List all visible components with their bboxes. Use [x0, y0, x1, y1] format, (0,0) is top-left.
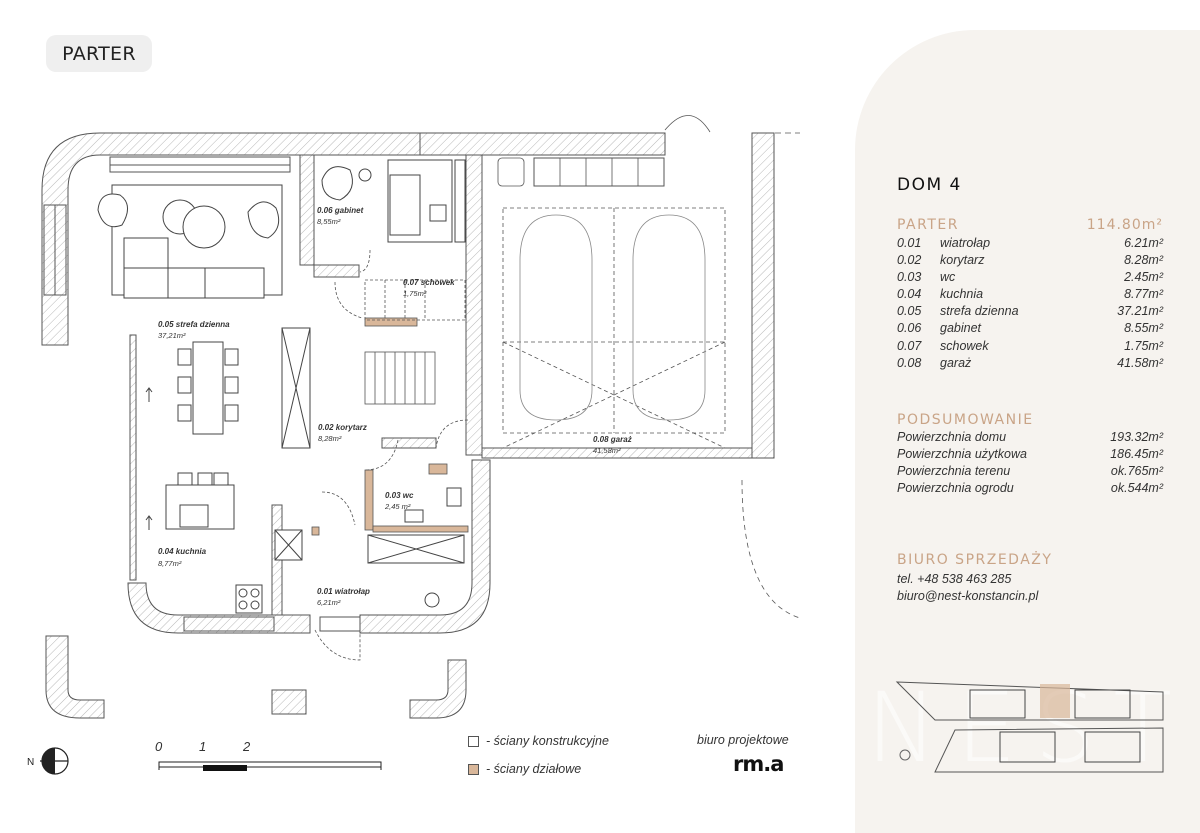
room-label-gabinet: 0.06 gabinet — [317, 206, 364, 215]
room-row: 0.01 wiatrołap 6.21m² — [897, 235, 1163, 252]
room-area: 2.45m² — [1124, 270, 1163, 285]
room-area-wiatrolap: 6,21m² — [317, 598, 341, 607]
room-area: 8.28m² — [1124, 253, 1163, 268]
summary-value: ok.544m² — [1110, 481, 1163, 496]
room-area: 37.21m² — [1117, 304, 1163, 319]
room-list: 0.01 wiatrołap 6.21m² 0.02 korytarz 8.28m² 0… — [897, 235, 1163, 372]
garage — [497, 115, 801, 619]
legend-swatch-structural — [468, 735, 479, 747]
scale-label-2: 2 — [242, 739, 251, 754]
parter-heading: PARTER — [897, 217, 959, 233]
room-number: 0.04 — [897, 287, 922, 302]
room-number: 0.06 — [897, 321, 922, 336]
stairs — [364, 279, 466, 405]
room-name: wc — [940, 270, 956, 285]
room-name: schowek — [940, 338, 989, 353]
windows — [43, 156, 361, 632]
summary-row: Powierzchnia ogrodu ok.544m² — [897, 480, 1163, 497]
room-label-garaz: 0.08 garaż — [593, 435, 632, 444]
north-label: N — [27, 757, 34, 768]
summary-row: Powierzchnia terenu ok.765m² — [897, 463, 1163, 480]
room-row: 0.07 schowek 1.75m² — [897, 338, 1163, 355]
living-furniture — [97, 184, 311, 614]
room-name: gabinet — [940, 321, 982, 336]
room-number: 0.03 — [897, 270, 922, 285]
sales-heading: BIURO SPRZEDAŻY — [897, 552, 1053, 568]
room-row: 0.08 garaż 41.58m² — [897, 355, 1163, 372]
office-furniture — [321, 159, 466, 243]
summary-row: Powierzchnia domu 193.32m² — [897, 429, 1163, 446]
scale-label-1: 1 — [199, 739, 206, 754]
legend-structural: - ściany konstrukcyjne — [468, 734, 609, 748]
room-area: 6.21m² — [1124, 236, 1163, 250]
room-name: kuchnia — [940, 287, 984, 302]
summary-row: Powierzchnia użytkowa 186.45m² — [897, 446, 1163, 463]
room-number: 0.02 — [897, 253, 922, 268]
room-area-korytarz: 8,28m² — [318, 434, 342, 443]
room-area-strefa-dzienna: 37,21m² — [158, 331, 186, 340]
summary-heading: PODSUMOWANIE — [897, 412, 1034, 428]
room-number: 0.07 — [897, 338, 922, 353]
door-swings — [314, 249, 469, 661]
room-area: 8.55m² — [1124, 321, 1163, 336]
room-number: 0.08 — [897, 355, 922, 370]
room-area-kuchnia: 8,77m² — [158, 559, 182, 568]
house-title: DOM 4 — [897, 175, 962, 195]
room-label-korytarz: 0.02 korytarz — [318, 423, 367, 432]
legend-partition: - ściany działowe — [468, 762, 581, 776]
room-name: strefa dzienna — [940, 304, 1019, 319]
arrow-icons — [145, 387, 153, 530]
room-name: wiatrołap — [940, 236, 991, 250]
legend-swatch-partition — [468, 763, 479, 775]
info-panel — [855, 30, 1200, 833]
legend-label-structural: - ściany konstrukcyjne — [486, 734, 609, 748]
summary-value: ok.765m² — [1110, 464, 1163, 479]
parter-total: 114.80m² — [1086, 217, 1163, 233]
room-row: 0.06 gabinet 8.55m² — [897, 320, 1163, 337]
room-row: 0.03 wc 2.45m² — [897, 269, 1163, 286]
legend-label-partition: - ściany działowe — [486, 762, 582, 776]
north-arrow-icon: N — [27, 747, 69, 775]
room-label-wiatrolap: 0.01 wiatrołap — [317, 587, 370, 596]
room-number: 0.01 — [897, 236, 922, 250]
room-number: 0.05 — [897, 304, 922, 319]
room-area-garaz: 41,58m² — [593, 446, 621, 455]
room-area-wc: 2,45 m² — [384, 502, 411, 511]
summary-list: Powierzchnia domu 193.32m² Powierzchnia u… — [897, 429, 1163, 497]
wc-fixtures — [367, 487, 465, 608]
scale-label-0: 0 — [155, 739, 163, 754]
room-label-kuchnia: 0.04 kuchnia — [158, 547, 207, 556]
architect-credit: biuro projektowe — [697, 733, 789, 747]
room-area: 8.77m² — [1124, 287, 1163, 302]
room-row: 0.04 kuchnia 8.77m² — [897, 286, 1163, 303]
floor-badge: PARTER — [46, 35, 152, 72]
room-label-strefa-dzienna: 0.05 strefa dzienna — [158, 320, 230, 329]
room-label-wc: 0.03 wc — [385, 491, 414, 500]
summary-value: 193.32m² — [1110, 430, 1163, 444]
exterior-walls — [41, 132, 775, 719]
room-area-schowek: 1,75m² — [403, 289, 427, 298]
room-label-schowek: 0.07 schowek — [403, 278, 455, 287]
room-name: garaż — [940, 355, 972, 370]
room-area-gabinet: 8,55m² — [317, 217, 341, 226]
room-area: 41.58m² — [1117, 355, 1163, 370]
architect-logo: rm.a — [733, 752, 784, 776]
sales-phone[interactable]: tel. +48 538 463 285 — [897, 572, 1012, 586]
sales-contact: tel. +48 538 463 285 biuro@nest-konstanc… — [897, 571, 1038, 605]
summary-label: Powierzchnia użytkowa — [897, 447, 1027, 462]
room-name: korytarz — [940, 253, 985, 268]
room-area: 1.75m² — [1124, 338, 1163, 353]
room-row: 0.05 strefa dzienna 37.21m² — [897, 303, 1163, 320]
room-row: 0.02 korytarz 8.28m² — [897, 252, 1163, 269]
summary-label: Powierzchnia domu — [897, 430, 1007, 444]
site-plan-thumbnail — [895, 681, 1164, 773]
scale-bar: 0 1 2 — [155, 739, 382, 771]
summary-label: Powierzchnia terenu — [897, 464, 1011, 479]
sales-email[interactable]: biuro@nest-konstancin.pl — [897, 589, 1039, 603]
floor-plan: 0.05 strefa dzienna 37,21m² 0.06 gabinet… — [27, 115, 801, 775]
summary-value: 186.45m² — [1110, 447, 1163, 462]
summary-label: Powierzchnia ogrodu — [897, 481, 1014, 496]
